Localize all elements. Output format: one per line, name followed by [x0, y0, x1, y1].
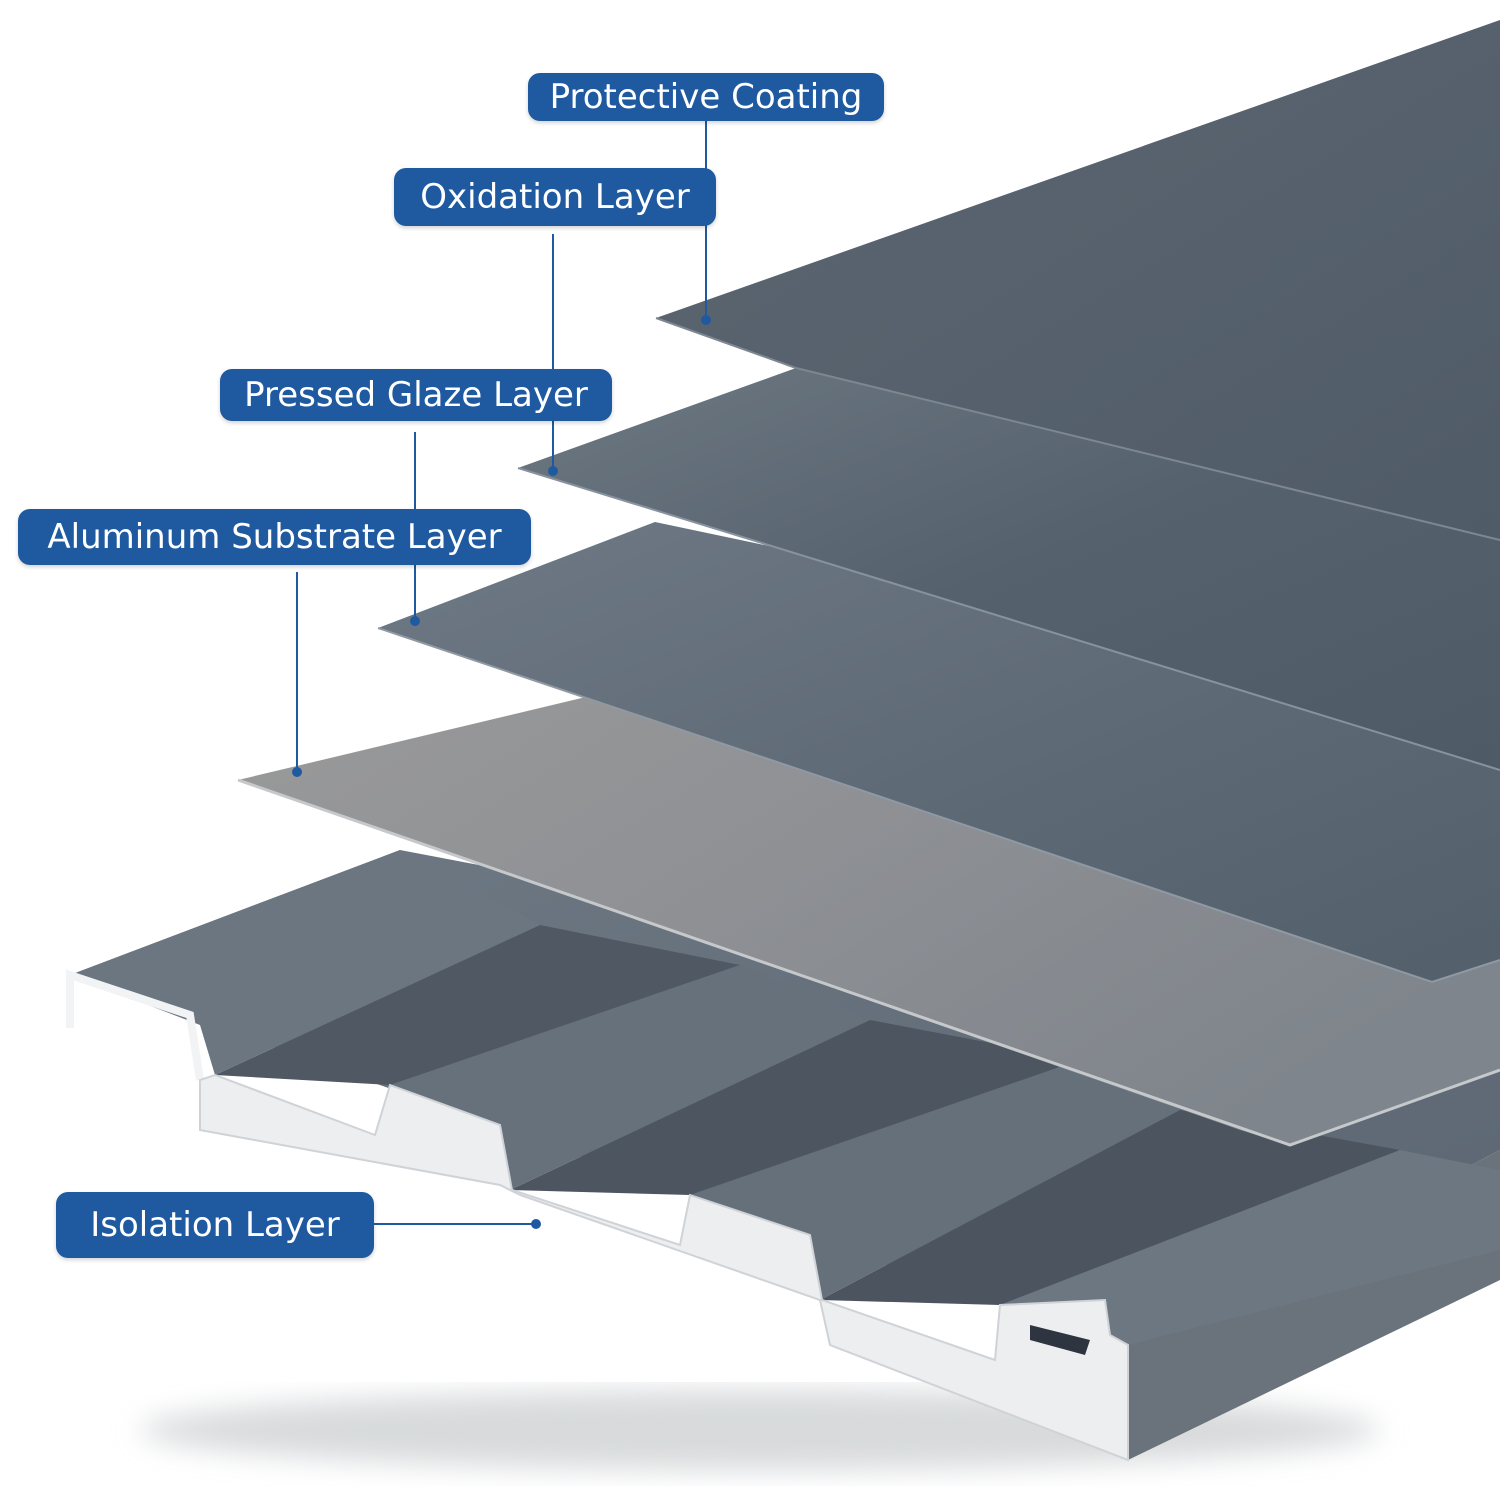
pressed-glaze-sheet	[378, 522, 1500, 982]
label-oxidation-layer: Oxidation Layer	[394, 168, 716, 226]
panel-rib-3	[1000, 1150, 1500, 1345]
dot-protective	[701, 315, 711, 325]
protective-coating-sheet	[656, 20, 1500, 540]
panel-rib-2	[690, 1060, 1180, 1300]
pressed-glaze-edge	[377, 627, 1500, 984]
panel-groove-3	[820, 1110, 1400, 1305]
dot-glaze	[410, 616, 420, 626]
panel-rib-1	[390, 965, 870, 1190]
aluminum-substrate-sheet	[238, 675, 1500, 1145]
aluminum-substrate-edge	[237, 778, 1500, 1147]
panel-groove-2	[510, 1020, 1080, 1195]
leader-dots	[292, 315, 711, 1229]
label-isolation-layer: Isolation Layer	[56, 1192, 374, 1258]
label-aluminum-substrate-layer: Aluminum Substrate Layer	[18, 509, 531, 565]
dot-isolation	[531, 1219, 541, 1229]
dot-aluminum	[292, 767, 302, 777]
isolation-front-profile	[199, 1073, 1129, 1462]
label-pressed-glaze-layer: Pressed Glaze Layer	[220, 369, 612, 421]
dot-oxidation	[548, 466, 558, 476]
isolation-panel	[66, 850, 1500, 1462]
panel-end-slot	[1030, 1325, 1090, 1355]
panel-left-hook	[66, 969, 204, 1081]
label-protective-coating: Protective Coating	[528, 73, 884, 121]
panel-groove-1	[215, 925, 740, 1085]
protective-coating-edge	[655, 317, 1500, 541]
oxidation-edge	[517, 467, 1500, 771]
